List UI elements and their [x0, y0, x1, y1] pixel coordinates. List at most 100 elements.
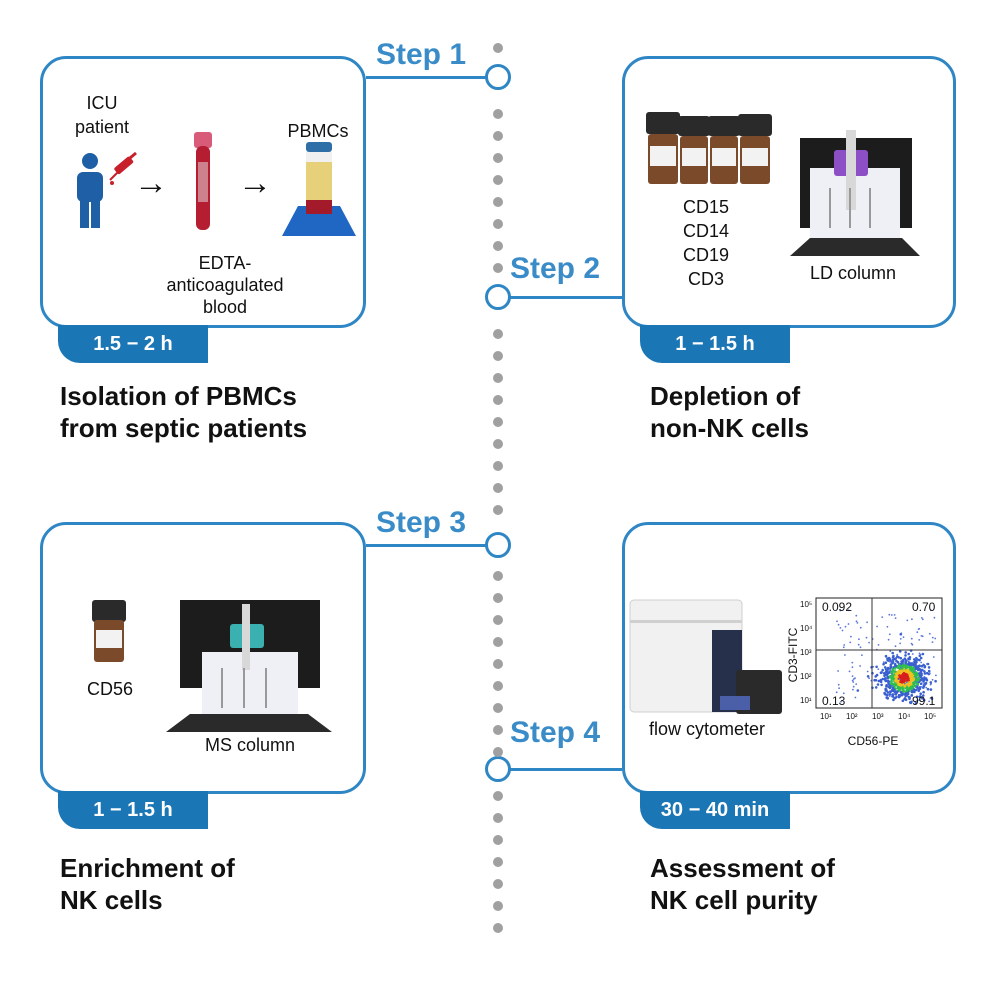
- plot-event-point: [915, 695, 919, 699]
- plot-event-point: [841, 629, 844, 632]
- plot-event-point: [935, 674, 937, 677]
- plot-event-point: [886, 693, 889, 697]
- plot-event-point: [874, 678, 878, 682]
- plot-event-point: [887, 656, 891, 660]
- step1-title-line1: Isolation of PBMCs: [60, 381, 297, 411]
- ms-column-separator-icon: [166, 600, 332, 732]
- plot-event-point: [851, 675, 854, 677]
- pbmc-tube-icon: [282, 142, 356, 236]
- plot-event-point: [894, 645, 897, 648]
- plot-event-point: [905, 687, 909, 691]
- plot-event-point: [884, 654, 888, 658]
- plot-event-point: [924, 677, 928, 680]
- plot-event-point: [897, 672, 901, 675]
- plot-event-point: [914, 688, 918, 692]
- plot-event-point: [910, 694, 913, 697]
- plot-event-point: [922, 683, 925, 686]
- timeline-dot: [493, 373, 503, 383]
- plot-y-tick-2: 10⁴: [800, 624, 813, 633]
- ld-column-label: LD column: [809, 263, 897, 283]
- plot-event-point: [929, 688, 933, 691]
- plot-event-point: [922, 690, 925, 694]
- timeline-dot: [493, 879, 503, 889]
- timeline-dot: [493, 659, 503, 669]
- plot-event-point: [839, 609, 842, 612]
- timeline-dot: [493, 483, 503, 493]
- plot-event-point: [892, 654, 895, 658]
- plot-event-point: [912, 666, 916, 670]
- plot-event-point: [900, 662, 903, 666]
- plot-event-point: [912, 661, 915, 664]
- timeline-dot: [493, 615, 503, 625]
- plot-event-point: [922, 694, 925, 697]
- step2-duration-badge: 1 − 1.5 h: [640, 325, 790, 363]
- timeline-dot: [493, 329, 503, 339]
- plot-event-point: [899, 642, 901, 645]
- plot-event-point: [898, 674, 901, 677]
- timeline-dot: [493, 637, 503, 647]
- timeline-dot: [493, 241, 503, 251]
- plot-event-point: [916, 683, 919, 686]
- plot-event-point: [851, 661, 854, 664]
- plot-event-point: [840, 700, 842, 703]
- plot-event-point: [868, 677, 870, 680]
- step1-duration-badge: 1.5 − 2 h: [58, 325, 208, 363]
- plot-event-point: [874, 686, 878, 689]
- plot-event-point: [886, 697, 889, 700]
- plot-event-point: [890, 680, 893, 683]
- plot-event-point: [901, 699, 905, 703]
- marker-cd15: CD15: [682, 197, 730, 217]
- ld-column-separator-icon: [790, 130, 920, 256]
- step4-title-line2: NK cell purity: [650, 885, 818, 915]
- step3-ring: [485, 532, 511, 558]
- step2-title-line1: Depletion of: [650, 381, 801, 411]
- plot-event-point: [908, 681, 912, 685]
- plot-event-point: [876, 625, 878, 628]
- plot-event-point: [899, 656, 903, 660]
- plot-event-point: [914, 657, 917, 660]
- timeline-dot: [493, 417, 503, 427]
- step4-title-line1: Assessment of: [650, 853, 835, 883]
- plot-event-point: [897, 688, 901, 691]
- plot-event-point: [861, 654, 863, 656]
- plot-event-point: [882, 662, 885, 666]
- plot-event-point: [910, 642, 913, 645]
- plot-event-point: [837, 623, 840, 626]
- plot-event-point: [908, 657, 911, 661]
- flow-density-plot: [815, 597, 943, 709]
- plot-event-point: [903, 682, 906, 685]
- plot-event-point: [912, 682, 915, 685]
- plot-event-point: [931, 636, 934, 639]
- plot-event-point: [919, 653, 922, 656]
- plot-event-point: [858, 638, 860, 641]
- plot-event-point: [877, 644, 880, 646]
- plot-event-point: [885, 689, 888, 693]
- plot-event-point: [911, 618, 913, 621]
- plot-event-point: [859, 626, 862, 629]
- timeline-dot: [493, 219, 503, 229]
- step1-ring: [485, 64, 511, 90]
- plot-event-point: [851, 666, 854, 668]
- plot-event-point: [891, 651, 894, 655]
- plot-event-point: [934, 679, 937, 683]
- plot-event-point: [909, 666, 912, 670]
- plot-event-point: [847, 609, 850, 612]
- plot-event-point: [887, 682, 890, 686]
- plot-y-tick-1: 10⁵: [800, 600, 813, 609]
- plot-ylabel: CD3-FITC: [786, 627, 800, 683]
- plot-x-tick-2: 10²: [846, 712, 858, 721]
- plot-event-point: [902, 690, 905, 693]
- step2-ring: [485, 284, 511, 310]
- plot-event-point: [887, 638, 890, 641]
- plot-event-point: [917, 689, 920, 693]
- plot-event-point: [923, 672, 927, 675]
- plot-y-tick-3: 10³: [800, 648, 812, 657]
- timeline-dot: [493, 923, 503, 933]
- plot-event-point: [883, 666, 887, 669]
- timeline-dot: [493, 901, 503, 911]
- plot-event-point: [905, 681, 908, 684]
- plot-event-point: [904, 651, 907, 654]
- timeline-dot: [493, 835, 503, 845]
- plot-event-point: [914, 661, 918, 664]
- timeline-dot: [493, 857, 503, 867]
